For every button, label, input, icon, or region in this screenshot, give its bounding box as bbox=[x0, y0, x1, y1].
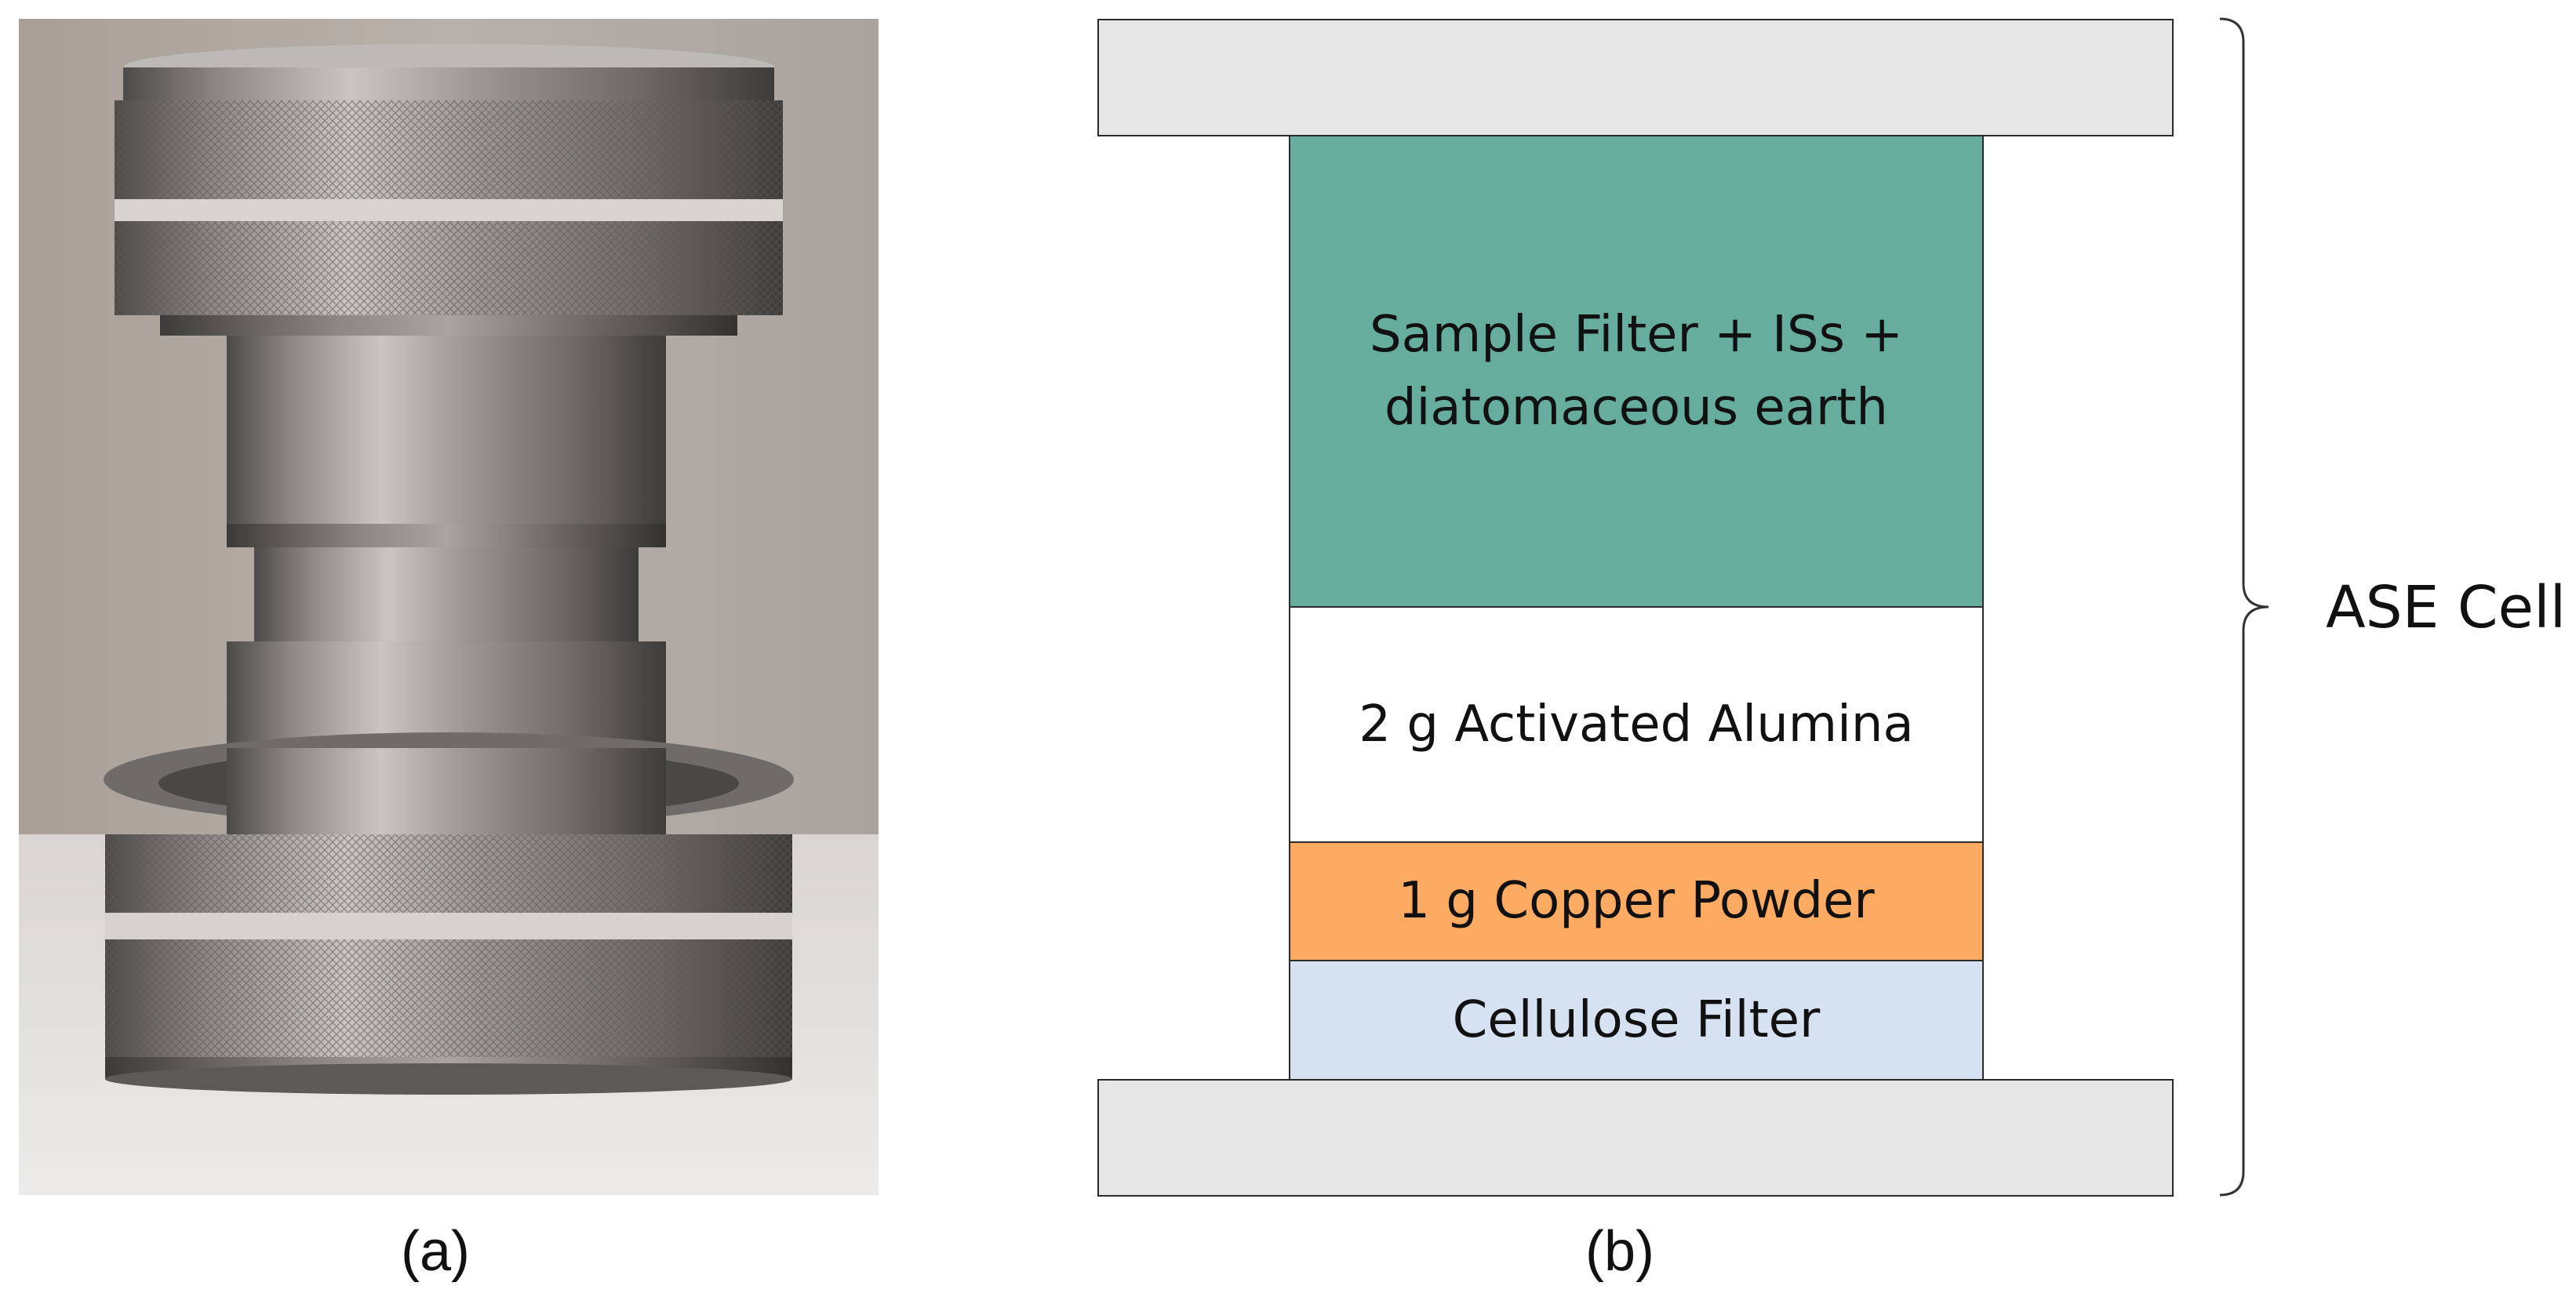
ase-cell-photo-icon bbox=[19, 19, 879, 1195]
ase-cell-photo bbox=[19, 19, 879, 1195]
right-curly-brace bbox=[2220, 17, 2269, 1197]
caption-a: (a) bbox=[401, 1220, 470, 1283]
caption-b: (b) bbox=[1585, 1220, 1654, 1283]
ase-cell-label: ASE Cell bbox=[2326, 574, 2567, 641]
top-end-cap bbox=[1097, 19, 2174, 136]
layer-copper-powder: 1 g Copper Powder bbox=[1289, 841, 1984, 961]
bottom-end-cap bbox=[1097, 1079, 2174, 1197]
layer-activated-alumina: 2 g Activated Alumina bbox=[1289, 606, 1984, 843]
layer-sample-filter: Sample Filter + ISs + diatomaceous earth bbox=[1289, 135, 1984, 608]
layer-cellulose-filter: Cellulose Filter bbox=[1289, 960, 1984, 1081]
